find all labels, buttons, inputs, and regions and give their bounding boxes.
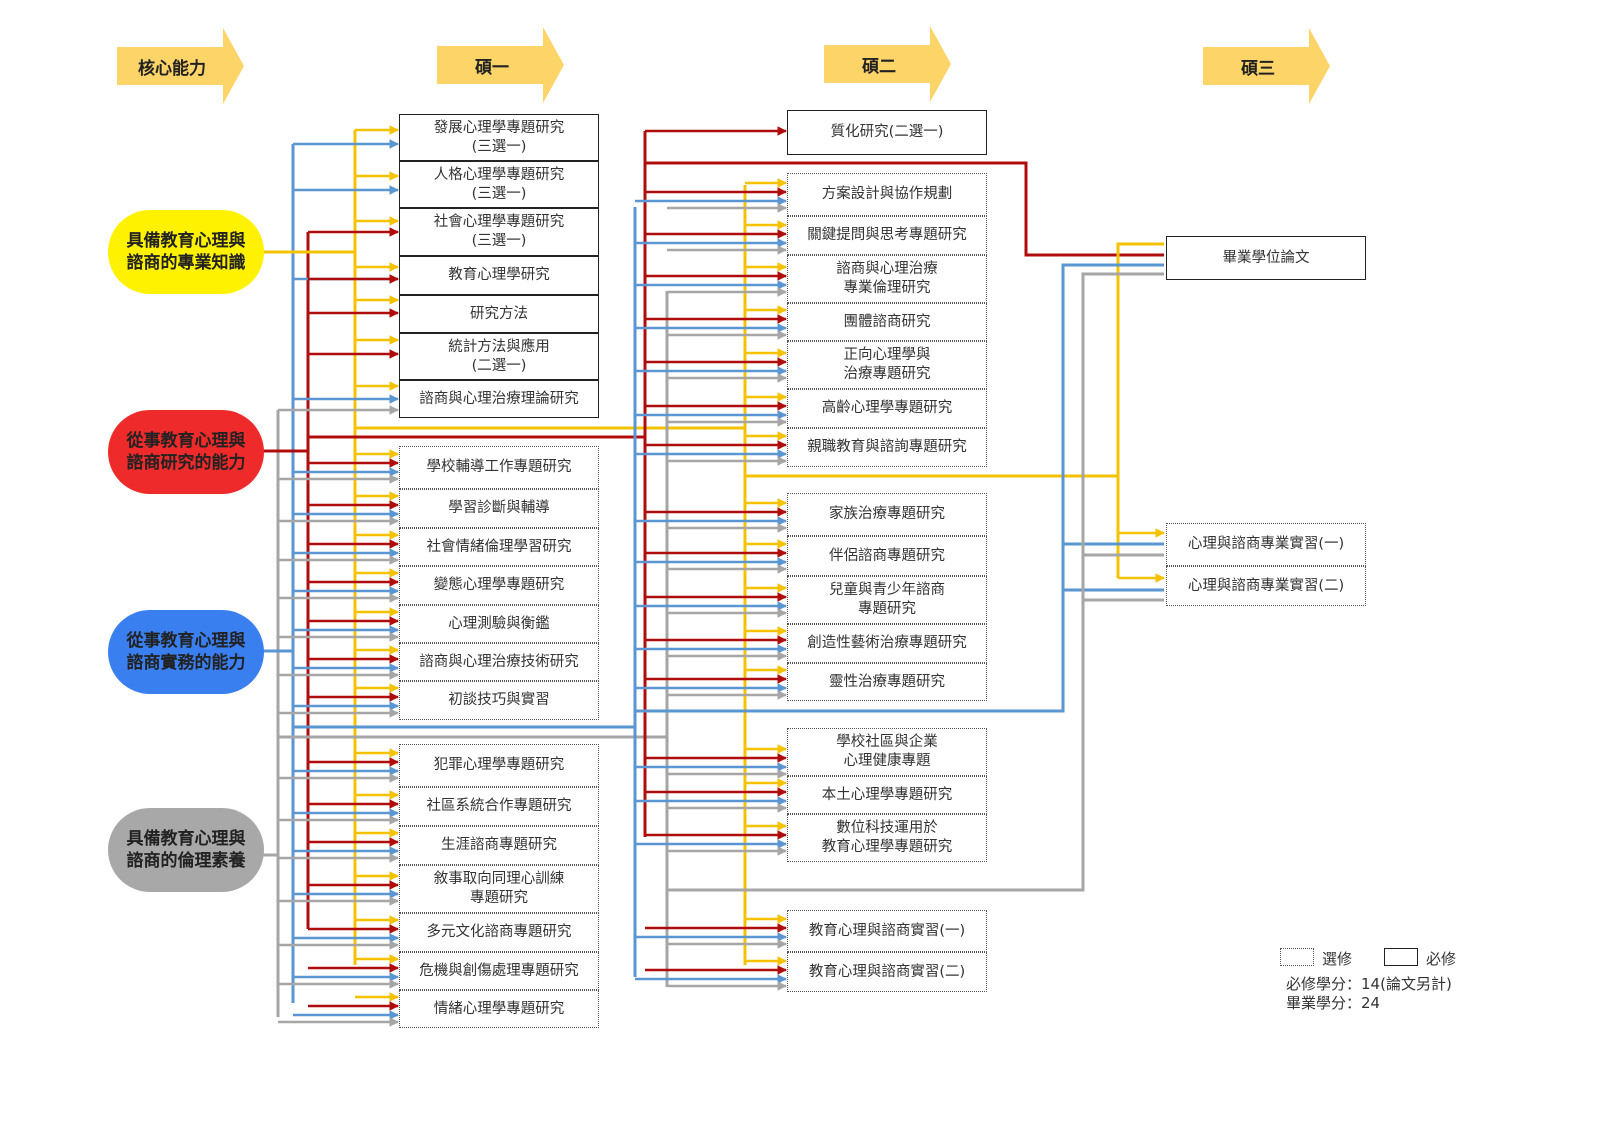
course-school-guidance: 學校輔導工作專題研究: [399, 446, 599, 489]
course-gerontology: 高齡心理學專題研究: [787, 389, 987, 428]
competency-knowledge: 具備教育心理與 諮商的專業知識: [108, 210, 264, 294]
course-abnormal-psychology: 變態心理學專題研究: [399, 566, 599, 605]
course-internship-1: 心理與諮商專業實習(一): [1166, 523, 1366, 566]
course-program-design: 方案設計與協作規劃: [787, 173, 987, 216]
course-positive-psychology: 正向心理學與 治療專題研究: [787, 341, 987, 389]
course-practicum-1: 教育心理與諮商實習(一): [787, 910, 987, 952]
header-year2-arrow: 碩二: [824, 26, 951, 102]
competency-practice: 從事教育心理與 諮商實務的能力: [108, 610, 264, 694]
course-creative-arts: 創造性藝術治療專題研究: [787, 624, 987, 663]
course-intake-interview: 初談技巧與實習: [399, 681, 599, 720]
course-social-emotional-learning: 社會情緒倫理學習研究: [399, 528, 599, 566]
course-learning-diagnosis: 學習診斷與輔導: [399, 489, 599, 528]
course-narrative-empathy: 敘事取向同理心訓練 專題研究: [399, 865, 599, 913]
course-qualitative-research: 質化研究(二選一): [787, 110, 987, 155]
course-family-therapy: 家族治療專題研究: [787, 493, 987, 536]
course-couples-counseling: 伴侶諮商專題研究: [787, 536, 987, 576]
header-year1-label: 碩一: [475, 57, 509, 78]
course-criminal-psychology: 犯罪心理學專題研究: [399, 744, 599, 787]
graduation-credits-text: 畢業學分：24: [1286, 994, 1381, 1012]
course-counseling-techniques: 諮商與心理治療技術研究: [399, 643, 599, 681]
course-indigenous-psychology: 本土心理學專題研究: [787, 776, 987, 814]
course-career-counseling: 生涯諮商專題研究: [399, 826, 599, 865]
header-year3-label: 碩三: [1241, 58, 1275, 79]
course-developmental-psychology: 發展心理學專題研究 (三選一): [399, 114, 599, 161]
course-personality-psychology: 人格心理學專題研究 (三選一): [399, 161, 599, 208]
course-group-counseling: 團體諮商研究: [787, 303, 987, 341]
course-crisis-trauma: 危機與創傷處理專題研究: [399, 952, 599, 990]
header-core-label: 核心能力: [138, 58, 206, 79]
required-credits-text: 必修學分：14(論文另計): [1286, 975, 1452, 993]
course-community-collaboration: 社區系統合作專題研究: [399, 787, 599, 826]
course-mental-health: 學校社區與企業 心理健康專題: [787, 728, 987, 776]
course-thesis: 畢業學位論文: [1166, 236, 1366, 280]
legend-required-swatch: [1384, 948, 1418, 966]
course-digital-technology: 數位科技運用於 教育心理學專題研究: [787, 814, 987, 862]
course-statistics: 統計方法與應用 (二選一): [399, 333, 599, 380]
legend-required-label: 必修: [1426, 950, 1457, 968]
course-practicum-2: 教育心理與諮商實習(二): [787, 952, 987, 992]
course-spiritual-therapy: 靈性治療專題研究: [787, 663, 987, 701]
course-parenting-education: 親職教育與諮詢專題研究: [787, 428, 987, 467]
course-professional-ethics: 諮商與心理治療 專業倫理研究: [787, 255, 987, 303]
competency-research: 從事教育心理與 諮商研究的能力: [108, 410, 264, 494]
course-educational-psychology: 教育心理學研究: [399, 256, 599, 295]
legend-elective-swatch: [1280, 948, 1314, 966]
course-psychological-testing: 心理測驗與衡鑑: [399, 605, 599, 643]
header-year2-label: 碩二: [862, 56, 896, 77]
course-research-methods: 研究方法: [399, 295, 599, 333]
course-internship-2: 心理與諮商專業實習(二): [1166, 566, 1366, 606]
course-child-adolescent: 兒童與青少年諮商 專題研究: [787, 576, 987, 624]
header-core-arrow: 核心能力: [117, 28, 244, 104]
course-social-psychology: 社會心理學專題研究 (三選一): [399, 208, 599, 256]
course-key-questioning: 關鍵提問與思考專題研究: [787, 216, 987, 255]
course-counseling-theory: 諮商與心理治療理論研究: [399, 380, 599, 418]
header-year3-arrow: 碩三: [1203, 28, 1330, 104]
course-multicultural-counseling: 多元文化諮商專題研究: [399, 913, 599, 952]
header-year1-arrow: 碩一: [437, 27, 564, 103]
competency-ethics: 具備教育心理與 諮商的倫理素養: [108, 808, 264, 892]
course-emotion-psychology: 情緒心理學專題研究: [399, 990, 599, 1028]
legend-elective-label: 選修: [1322, 950, 1353, 968]
